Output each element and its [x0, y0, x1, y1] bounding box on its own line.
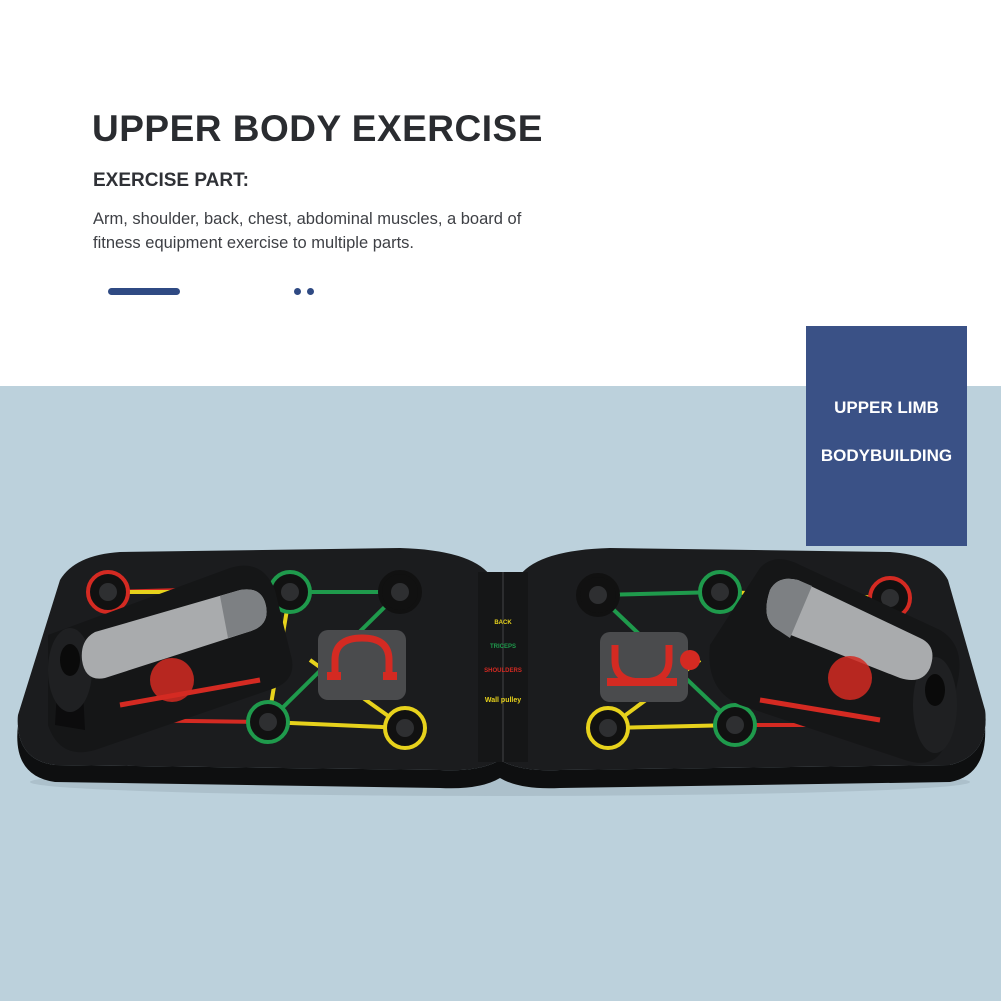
divider-bar: [108, 288, 180, 295]
upper-limb-badge: UPPER LIMB BODYBUILDING: [806, 326, 967, 546]
board-label-triceps: TRICEPS: [490, 644, 516, 650]
board-label-back: BACK: [494, 620, 512, 626]
right-push-up-handle: [709, 559, 960, 763]
board-label-shoulders: SHOULDERS: [484, 668, 522, 674]
top-white-panel: [0, 0, 1001, 386]
exercise-part-heading: EXERCISE PART:: [93, 170, 249, 191]
push-up-board-illustration: BACK TRICEPS SHOULDERS Wall pulley: [17, 548, 986, 796]
badge-line-upper-limb: UPPER LIMB: [834, 398, 939, 417]
left-push-up-handle: [48, 565, 293, 753]
exercise-description: Arm, shoulder, back, chest, abdominal mu…: [93, 210, 522, 252]
divider-dot: [307, 288, 314, 295]
left-pulley-slot: [318, 630, 406, 700]
board-label-wall-pulley: Wall pulley: [485, 697, 521, 704]
headline: UPPER BODY EXERCISE: [92, 108, 543, 149]
divider-dot: [294, 288, 301, 295]
board-edge: [17, 710, 986, 789]
right-rings: [576, 570, 912, 750]
badge-line-bodybuilding: BODYBUILDING: [820, 446, 953, 465]
right-pulley-slot: [600, 632, 700, 702]
left-rings: [86, 570, 427, 750]
